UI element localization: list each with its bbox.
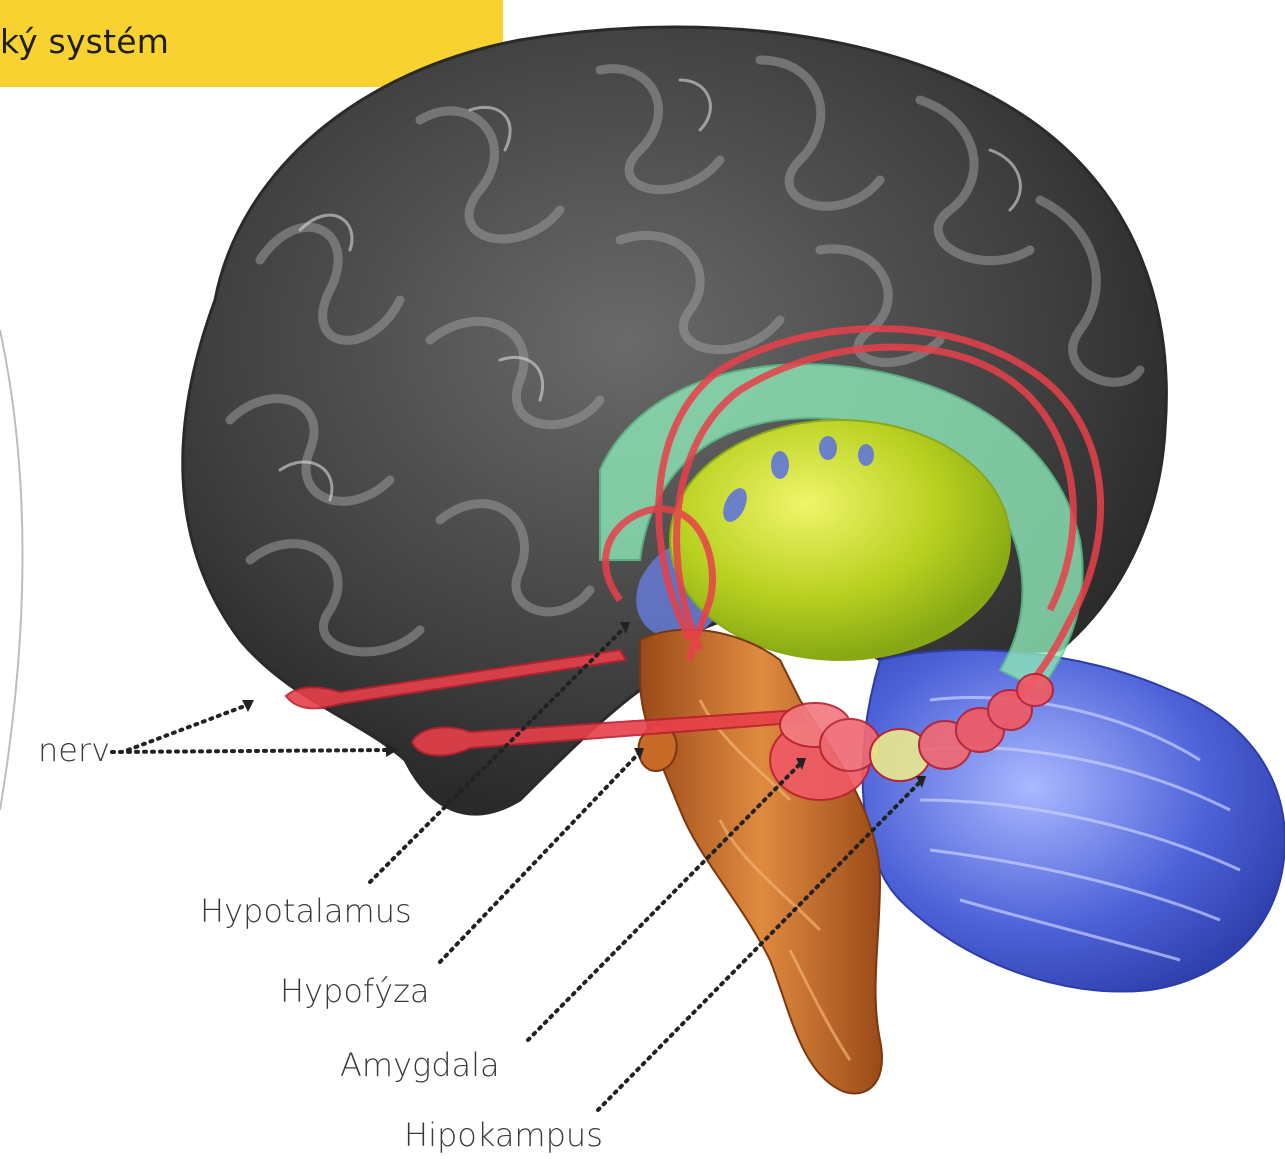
label-hippocampus: Hipokampus xyxy=(404,1116,603,1154)
label-nerve: nerv xyxy=(38,731,110,769)
label-pituitary: Hypofýza xyxy=(280,972,430,1010)
label-hypothalamus: Hypotalamus xyxy=(200,892,412,930)
brainstem xyxy=(640,630,882,1094)
label-amygdala: Amygdala xyxy=(340,1046,500,1084)
cerebellum xyxy=(863,650,1285,992)
thalamus xyxy=(670,420,1010,660)
frame-arc xyxy=(0,330,23,810)
